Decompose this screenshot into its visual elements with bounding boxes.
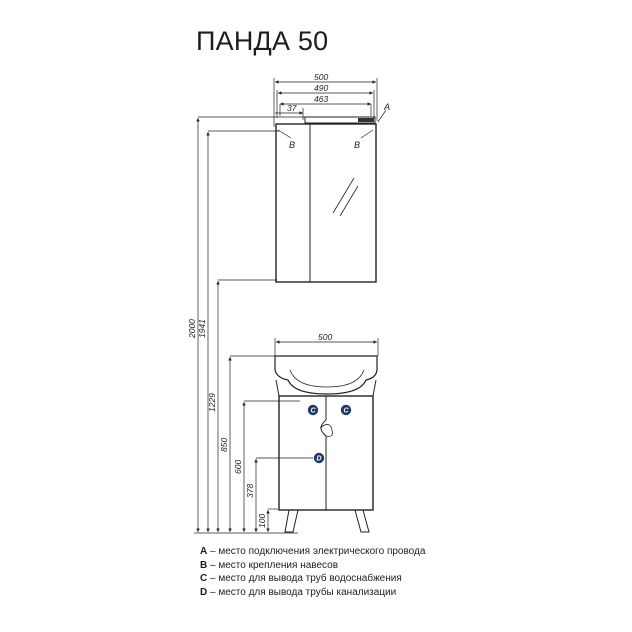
mirror-cabinet-body	[275, 123, 377, 283]
legend-text: – место для вывода труб водоснабжения	[207, 573, 402, 585]
vanity-leg-left	[284, 509, 299, 533]
height-dimension-lines	[194, 116, 316, 534]
dim-label-100: 100	[257, 514, 267, 528]
legend-text: – место подключения электрического прово…	[207, 546, 426, 557]
vanity-top-edge	[275, 379, 280, 397]
legend-text: – место для вывода трубы канализации	[207, 586, 397, 598]
marker-b-left-label: B	[289, 140, 295, 150]
mirror-glare-line	[332, 177, 355, 214]
legend-item-b: B – место крепления навесов	[200, 559, 425, 573]
legend-text: – место крепления навесов	[207, 559, 339, 571]
dim-label-463: 463	[314, 94, 328, 104]
mirror-width-dimensions	[273, 78, 387, 127]
dim-label-37: 37	[287, 103, 297, 113]
marker-c-left-label: C	[311, 408, 317, 415]
legend-item-a: A – место подключения электрического про…	[200, 545, 425, 559]
legend-item-d: D – место для вывода трубы канализации	[200, 586, 425, 600]
vanity-door-divider	[320, 396, 327, 510]
vanity-unit: 500 C C D	[274, 332, 379, 533]
legend: A – место подключения электрического про…	[200, 545, 425, 599]
dim-label-500-vanity: 500	[318, 332, 332, 342]
dim-label-1229: 1229	[207, 393, 217, 412]
page-title: ПАНДА 50	[196, 26, 329, 56]
legend-key: D	[200, 586, 208, 598]
dim-label-600: 600	[233, 460, 243, 474]
legend-item-c: C – место для вывода труб водоснабжения	[200, 572, 425, 586]
marker-d-icon	[313, 452, 325, 464]
vanity-leg-right	[354, 509, 370, 533]
marker-c-right-label: C	[344, 408, 350, 415]
vanity-top-edge	[372, 379, 377, 397]
marker-c-right-icon	[340, 404, 352, 416]
mirror-glare-line	[339, 185, 359, 217]
marker-c-left-icon	[307, 404, 319, 416]
marker-b-right-leader	[360, 129, 374, 139]
marker-d-label: D	[317, 456, 322, 463]
legend-key: B	[200, 559, 208, 571]
legend-key: A	[200, 546, 208, 557]
mirror-top-light	[304, 116, 376, 124]
marker-b-right-label: B	[354, 140, 360, 150]
dim-label-378: 378	[245, 484, 255, 498]
dim-label-500-top: 500	[314, 72, 328, 82]
dim-label-1941: 1941	[197, 319, 207, 338]
vanity-handle-curve	[319, 424, 333, 437]
mirror-top-bar	[358, 118, 374, 122]
mirror-cabinet: 500 490 463 37 A B B	[273, 72, 390, 283]
dim-label-2000: 2000	[187, 319, 197, 339]
legend-key: C	[200, 573, 208, 585]
sink-basin	[274, 355, 378, 395]
sink-inner	[289, 369, 365, 388]
marker-a-label: A	[383, 102, 390, 112]
dim-label-850: 850	[219, 438, 229, 452]
dim-label-490: 490	[314, 83, 328, 93]
marker-b-left-leader	[277, 129, 292, 139]
